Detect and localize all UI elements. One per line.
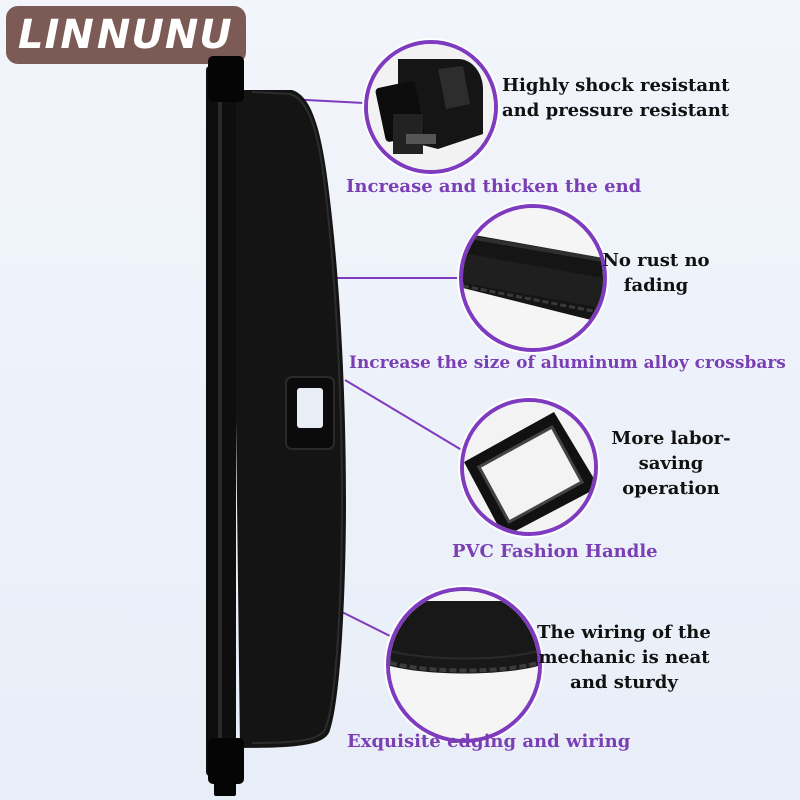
caption-edging: Exquisite edging and wiring	[347, 731, 631, 752]
detail-circle-handle	[460, 398, 598, 536]
connector-line-3	[344, 379, 471, 456]
crossbar-end-cap-top	[208, 56, 244, 102]
callout-labor-saving: More labor-saving operation	[611, 428, 731, 499]
detail-circle-crossbar	[459, 204, 607, 352]
detail-circle-end-cap	[364, 40, 498, 174]
callout-shock-resistant: Highly shock resistant and pressure resi…	[502, 75, 730, 121]
caption-handle: PVC Fashion Handle	[452, 541, 658, 562]
detail-circle-edging	[386, 587, 542, 743]
brand-logo-text: LINNUNU	[18, 12, 233, 58]
cover-handle-slot	[297, 388, 323, 428]
caption-crossbars: Increase the size of aluminum alloy cros…	[349, 353, 786, 373]
callout-no-rust: No rust no fading	[602, 250, 710, 296]
logo-part1: LIN	[18, 12, 95, 58]
cover-panel-edge	[251, 91, 344, 744]
crossbar-end-cap-bottom	[208, 738, 244, 784]
brand-logo: LINNUNU	[6, 6, 246, 64]
logo-part2: NUNU	[96, 12, 233, 58]
crossbar-end-pin-bottom	[214, 782, 236, 796]
crossbar-highlight	[218, 80, 222, 770]
caption-end: Increase and thicken the end	[346, 176, 642, 197]
callout-wiring: The wiring of the mechanic is neat and s…	[537, 622, 711, 693]
